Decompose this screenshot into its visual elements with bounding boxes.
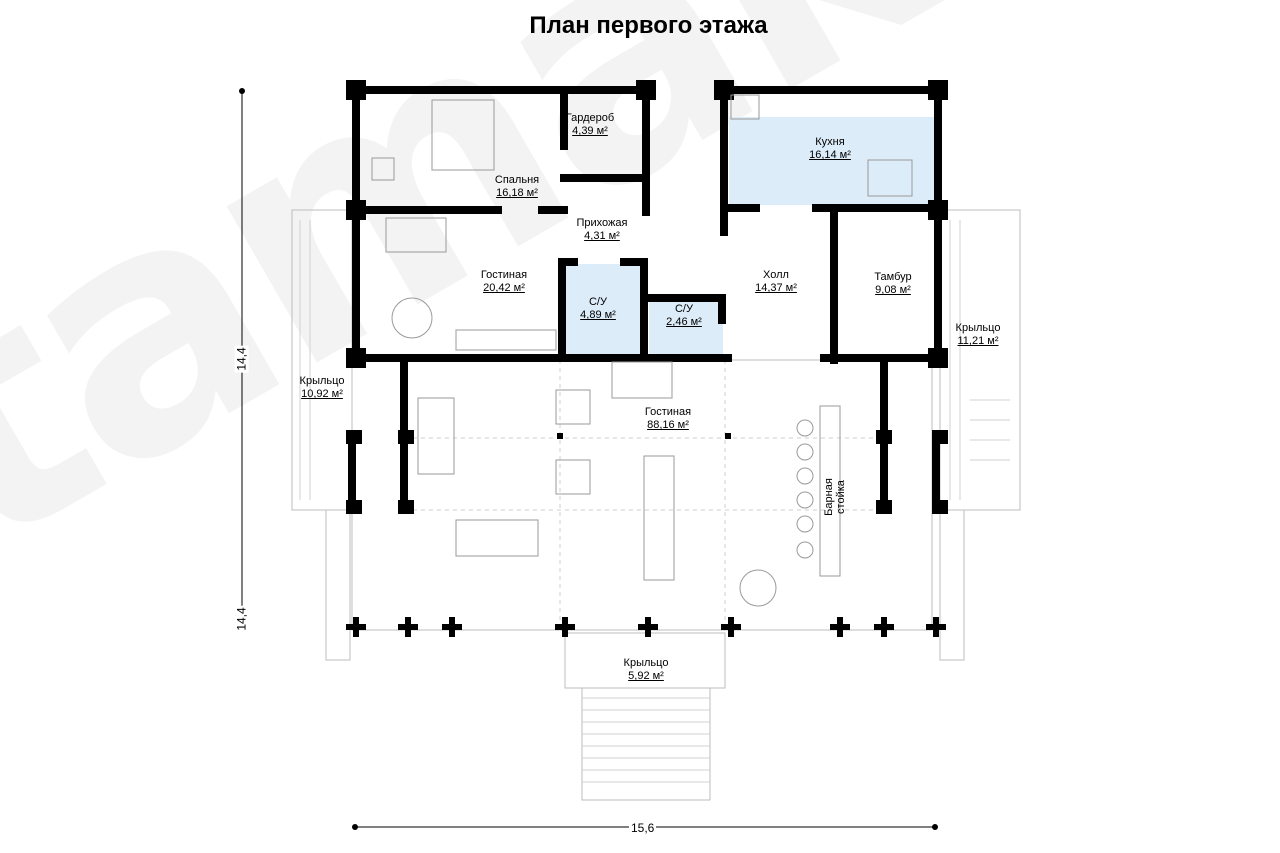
room-name: Гостиная bbox=[480, 269, 528, 281]
room-area: 16,18 м² bbox=[496, 187, 538, 199]
room-name: Спальня bbox=[494, 174, 540, 186]
room-area: 9,08 м² bbox=[875, 284, 911, 296]
walls bbox=[346, 80, 948, 514]
bathroom-2-fill bbox=[649, 300, 723, 354]
columns bbox=[346, 433, 946, 637]
room-name: Гардероб bbox=[565, 112, 615, 124]
room-area: 4,39 м² bbox=[572, 125, 608, 137]
bathroom-1-fill bbox=[565, 264, 641, 354]
kitchen-fill bbox=[729, 117, 935, 205]
room-area: 16,14 м² bbox=[809, 149, 851, 161]
room-porch-front: Крыльцо 5,92 м² bbox=[624, 657, 669, 683]
room-area: 11,21 м² bbox=[957, 335, 999, 347]
furniture bbox=[371, 94, 913, 607]
room-area: 88,16 м² bbox=[647, 419, 689, 431]
room-name: Крыльцо bbox=[955, 322, 1001, 334]
room-name: Гостиная bbox=[644, 406, 692, 418]
grid-lines bbox=[405, 360, 885, 630]
room-bedroom: Спальня 16,18 м² bbox=[495, 174, 539, 200]
room-porch-left: Крыльцо 10,92 м² bbox=[300, 375, 345, 401]
room-wardrobe: Гардероб 4,39 м² bbox=[566, 112, 614, 138]
room-hall: Холл 14,37 м² bbox=[755, 269, 797, 295]
room-living-large: Гостиная 88,16 м² bbox=[645, 406, 691, 432]
width-dimension: 15,6 bbox=[629, 821, 657, 835]
room-area: 4,89 м² bbox=[580, 309, 616, 321]
height-dimension: 14,4 bbox=[234, 345, 249, 373]
room-hallway: Прихожая 4,31 м² bbox=[577, 217, 628, 243]
room-area: 14,37 м² bbox=[755, 282, 797, 294]
room-porch-right: Крыльцо 11,21 м² bbox=[956, 322, 1001, 348]
room-name: С/У bbox=[674, 303, 693, 315]
room-name: Холл bbox=[763, 269, 789, 281]
room-kitchen: Кухня 16,14 м² bbox=[809, 136, 851, 162]
room-area: 20,42 м² bbox=[483, 282, 525, 294]
room-name: С/У bbox=[588, 296, 607, 308]
height-dimension-end: 14,4 bbox=[234, 605, 249, 633]
bar-counter-label: Барная стойка bbox=[823, 478, 847, 516]
room-name: Тамбур bbox=[874, 271, 912, 283]
page-title: План первого этажа bbox=[529, 12, 768, 39]
room-name: Прихожая bbox=[576, 217, 628, 229]
room-vestibule: Тамбур 9,08 м² bbox=[874, 271, 911, 297]
room-name: Крыльцо bbox=[299, 375, 345, 387]
room-area: 2,46 м² bbox=[666, 316, 702, 328]
room-name: Кухня bbox=[815, 136, 845, 148]
room-living-small: Гостиная 20,42 м² bbox=[481, 269, 527, 295]
room-area: 10,92 м² bbox=[301, 388, 343, 400]
room-area: 4,31 м² bbox=[584, 230, 620, 242]
room-area: 5,92 м² bbox=[628, 670, 664, 682]
room-bathroom-1: С/У 4,89 м² bbox=[580, 296, 616, 322]
stair-lines bbox=[299, 220, 1010, 783]
room-bathroom-2: С/У 2,46 м² bbox=[666, 303, 702, 329]
room-name: Крыльцо bbox=[623, 657, 669, 669]
